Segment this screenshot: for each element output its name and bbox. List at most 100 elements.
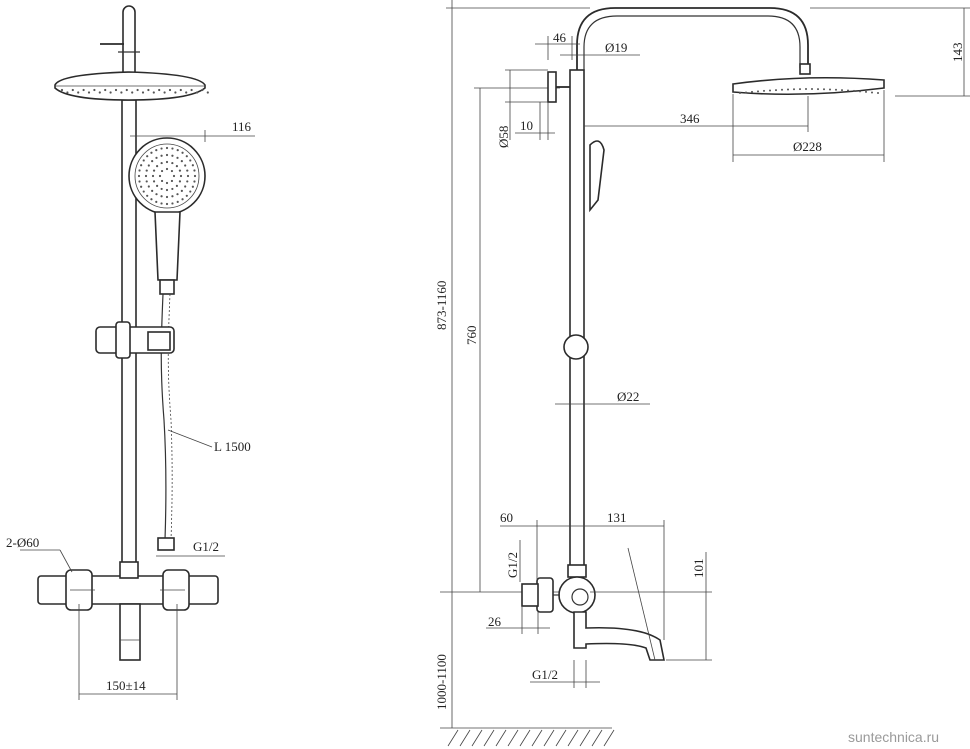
- nozzle-dot: [142, 159, 145, 162]
- nozzle-dot: [165, 146, 169, 150]
- nozzle-dot: [751, 90, 753, 93]
- nozzle-dot: [799, 88, 801, 91]
- nozzle-dot: [171, 202, 174, 205]
- label-346: 346: [680, 111, 700, 126]
- nozzle-dot: [150, 198, 153, 201]
- hatch-line: [555, 729, 567, 747]
- label-g12-bottom: G1/2: [532, 667, 558, 682]
- nozzle-dot: [191, 164, 194, 167]
- label-46: 46: [553, 30, 567, 45]
- nozzle-dot: [185, 194, 188, 197]
- hatch-line: [603, 729, 615, 747]
- side-riser: [569, 69, 585, 571]
- side-slider: [563, 334, 589, 360]
- hose-inlet: G1/2: [156, 537, 225, 557]
- nozzle-dot: [147, 88, 150, 92]
- watermark: suntechnica.ru: [848, 729, 939, 745]
- hatch-line: [519, 729, 531, 747]
- label-26: 26: [488, 614, 502, 629]
- nozzle-dot: [168, 88, 172, 92]
- nozzle-dot: [176, 193, 179, 196]
- label-116: 116: [232, 119, 252, 134]
- nozzle-dot: [171, 147, 174, 150]
- label-101: 101: [691, 559, 706, 579]
- nozzle-dot: [150, 151, 153, 154]
- nozzle-dot: [859, 90, 861, 93]
- label-10: 10: [520, 118, 533, 133]
- nozzle-dot: [805, 88, 807, 91]
- slider-bracket: [95, 321, 175, 359]
- nozzle-dot: [147, 164, 150, 167]
- nozzle-dot: [155, 156, 158, 159]
- nozzle-dot: [787, 88, 789, 91]
- nozzle-dot: [171, 161, 174, 165]
- nozzle-dot: [877, 92, 879, 94]
- nozzle-dot: [181, 151, 184, 154]
- floor-hatch: [440, 727, 615, 747]
- nozzle-dot: [152, 169, 156, 172]
- nozzle-dot: [151, 160, 154, 163]
- nozzle-dot: [160, 154, 163, 157]
- nozzle-dot: [201, 88, 204, 92]
- nozzle-dot: [165, 160, 169, 164]
- nozzle-dot: [775, 89, 777, 92]
- nozzle-dot: [841, 89, 843, 92]
- nozzle-dot: [823, 88, 825, 91]
- nozzle-dot: [66, 91, 69, 94]
- nozzle-dot: [757, 90, 759, 93]
- side-mixer: [521, 547, 665, 661]
- nozzle-dot: [155, 149, 158, 152]
- nozzle-dot: [847, 89, 849, 92]
- nozzle-dot: [763, 89, 765, 92]
- nozzle-dot: [769, 89, 771, 92]
- nozzle-dot: [160, 202, 163, 205]
- nozzle-dot: [131, 91, 134, 94]
- hatch-line: [459, 729, 471, 747]
- nozzle-dot: [125, 88, 128, 92]
- nozzle-dot: [165, 167, 169, 171]
- nozzle-dot: [60, 88, 64, 92]
- nozzle-dot: [193, 169, 196, 172]
- nozzle-dot: [176, 156, 179, 159]
- nozzle-dot: [171, 187, 174, 191]
- nozzle-dot: [186, 180, 189, 183]
- nozzle-dot: [160, 161, 163, 165]
- nozzle-dot: [152, 91, 155, 94]
- nozzle-dot: [181, 198, 184, 201]
- nozzle-dot: [190, 88, 193, 92]
- nozzle-dot: [151, 189, 154, 192]
- nozzle-dot: [817, 88, 819, 91]
- nozzle-dot: [186, 169, 189, 172]
- label-1000-1100: 1000-1100: [434, 654, 449, 710]
- nozzle-dot: [745, 91, 747, 94]
- nozzle-dot: [71, 88, 74, 92]
- nozzle-dot: [171, 195, 174, 198]
- front-view: 116 L 1500 G1/2: [6, 5, 255, 700]
- nozzle-dot: [781, 88, 783, 91]
- nozzle-dot: [172, 174, 176, 178]
- nozzle-dot: [140, 185, 143, 188]
- nozzle-dot: [184, 164, 187, 167]
- nozzle-dot: [160, 179, 164, 183]
- nozzle-dot: [160, 195, 163, 198]
- label-d19: Ø19: [605, 40, 627, 55]
- nozzle-dot: [142, 190, 145, 193]
- nozzle-dot: [193, 180, 196, 183]
- nozzle-dot: [191, 185, 194, 188]
- nozzle-dot: [165, 202, 169, 206]
- hatch-line: [531, 729, 543, 747]
- nozzle-dot: [147, 185, 150, 188]
- nozzle-dot: [170, 179, 174, 183]
- nozzle-dot: [155, 193, 158, 196]
- nozzle-dot: [185, 155, 188, 158]
- nozzle-dot: [165, 153, 169, 157]
- nozzle-dot: [114, 88, 118, 92]
- nozzle-dot: [160, 147, 163, 150]
- nozzle-dot: [137, 174, 141, 178]
- nozzle-dot: [176, 149, 179, 152]
- nozzle-dot: [87, 91, 91, 94]
- nozzle-dot: [835, 88, 837, 91]
- nozzle-dot: [180, 160, 183, 163]
- label-760: 760: [464, 326, 479, 346]
